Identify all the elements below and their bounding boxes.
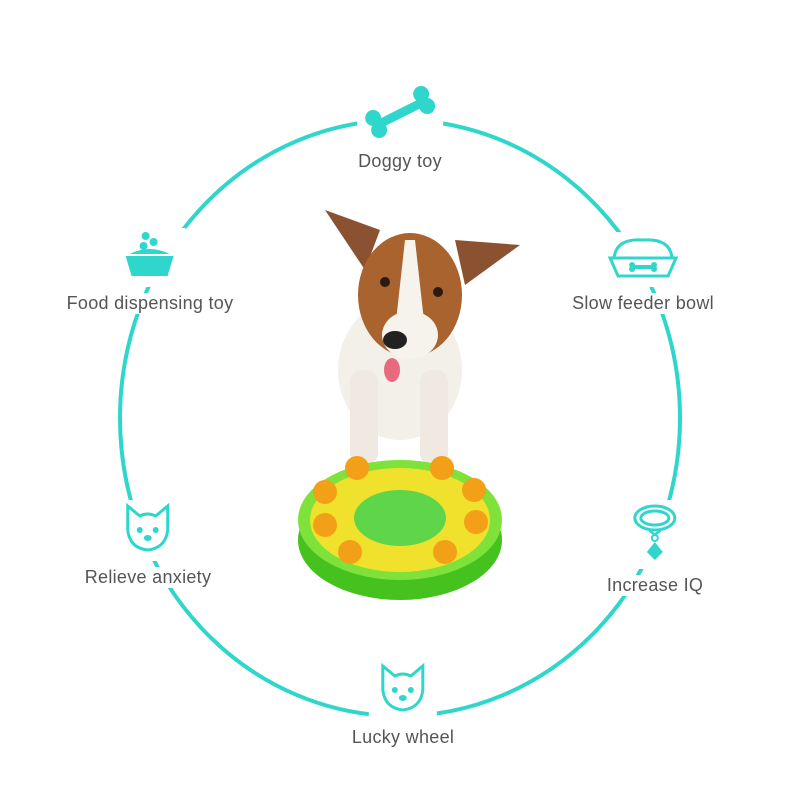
feature-label: Slow feeder bowl [568, 293, 718, 314]
dog-image [325, 210, 520, 465]
shiba-face-icon [114, 500, 182, 561]
bone-icon [357, 84, 443, 145]
slow-feeder-bowl-image [298, 456, 502, 600]
feature-label: Doggy toy [354, 151, 446, 172]
feature-label: Increase IQ [602, 575, 708, 596]
feature-food-dispensing-toy: Food dispensing toy [62, 228, 238, 314]
food-bowl-icon [114, 228, 186, 287]
feature-label: Lucky wheel [347, 727, 459, 748]
feature-relieve-anxiety: Relieve anxiety [80, 500, 216, 588]
feature-lucky-wheel: Lucky wheel [347, 660, 459, 748]
collar-tag-icon [622, 500, 688, 569]
feature-label: Food dispensing toy [62, 293, 238, 314]
bowl-with-bone-icon [598, 232, 688, 287]
feature-increase-iq: Increase IQ [602, 500, 708, 596]
feature-doggy-toy: Doggy toy [354, 84, 446, 172]
shiba-face-icon [368, 660, 437, 721]
feature-label: Relieve anxiety [80, 567, 216, 588]
feature-slow-feeder-bowl: Slow feeder bowl [568, 232, 718, 314]
